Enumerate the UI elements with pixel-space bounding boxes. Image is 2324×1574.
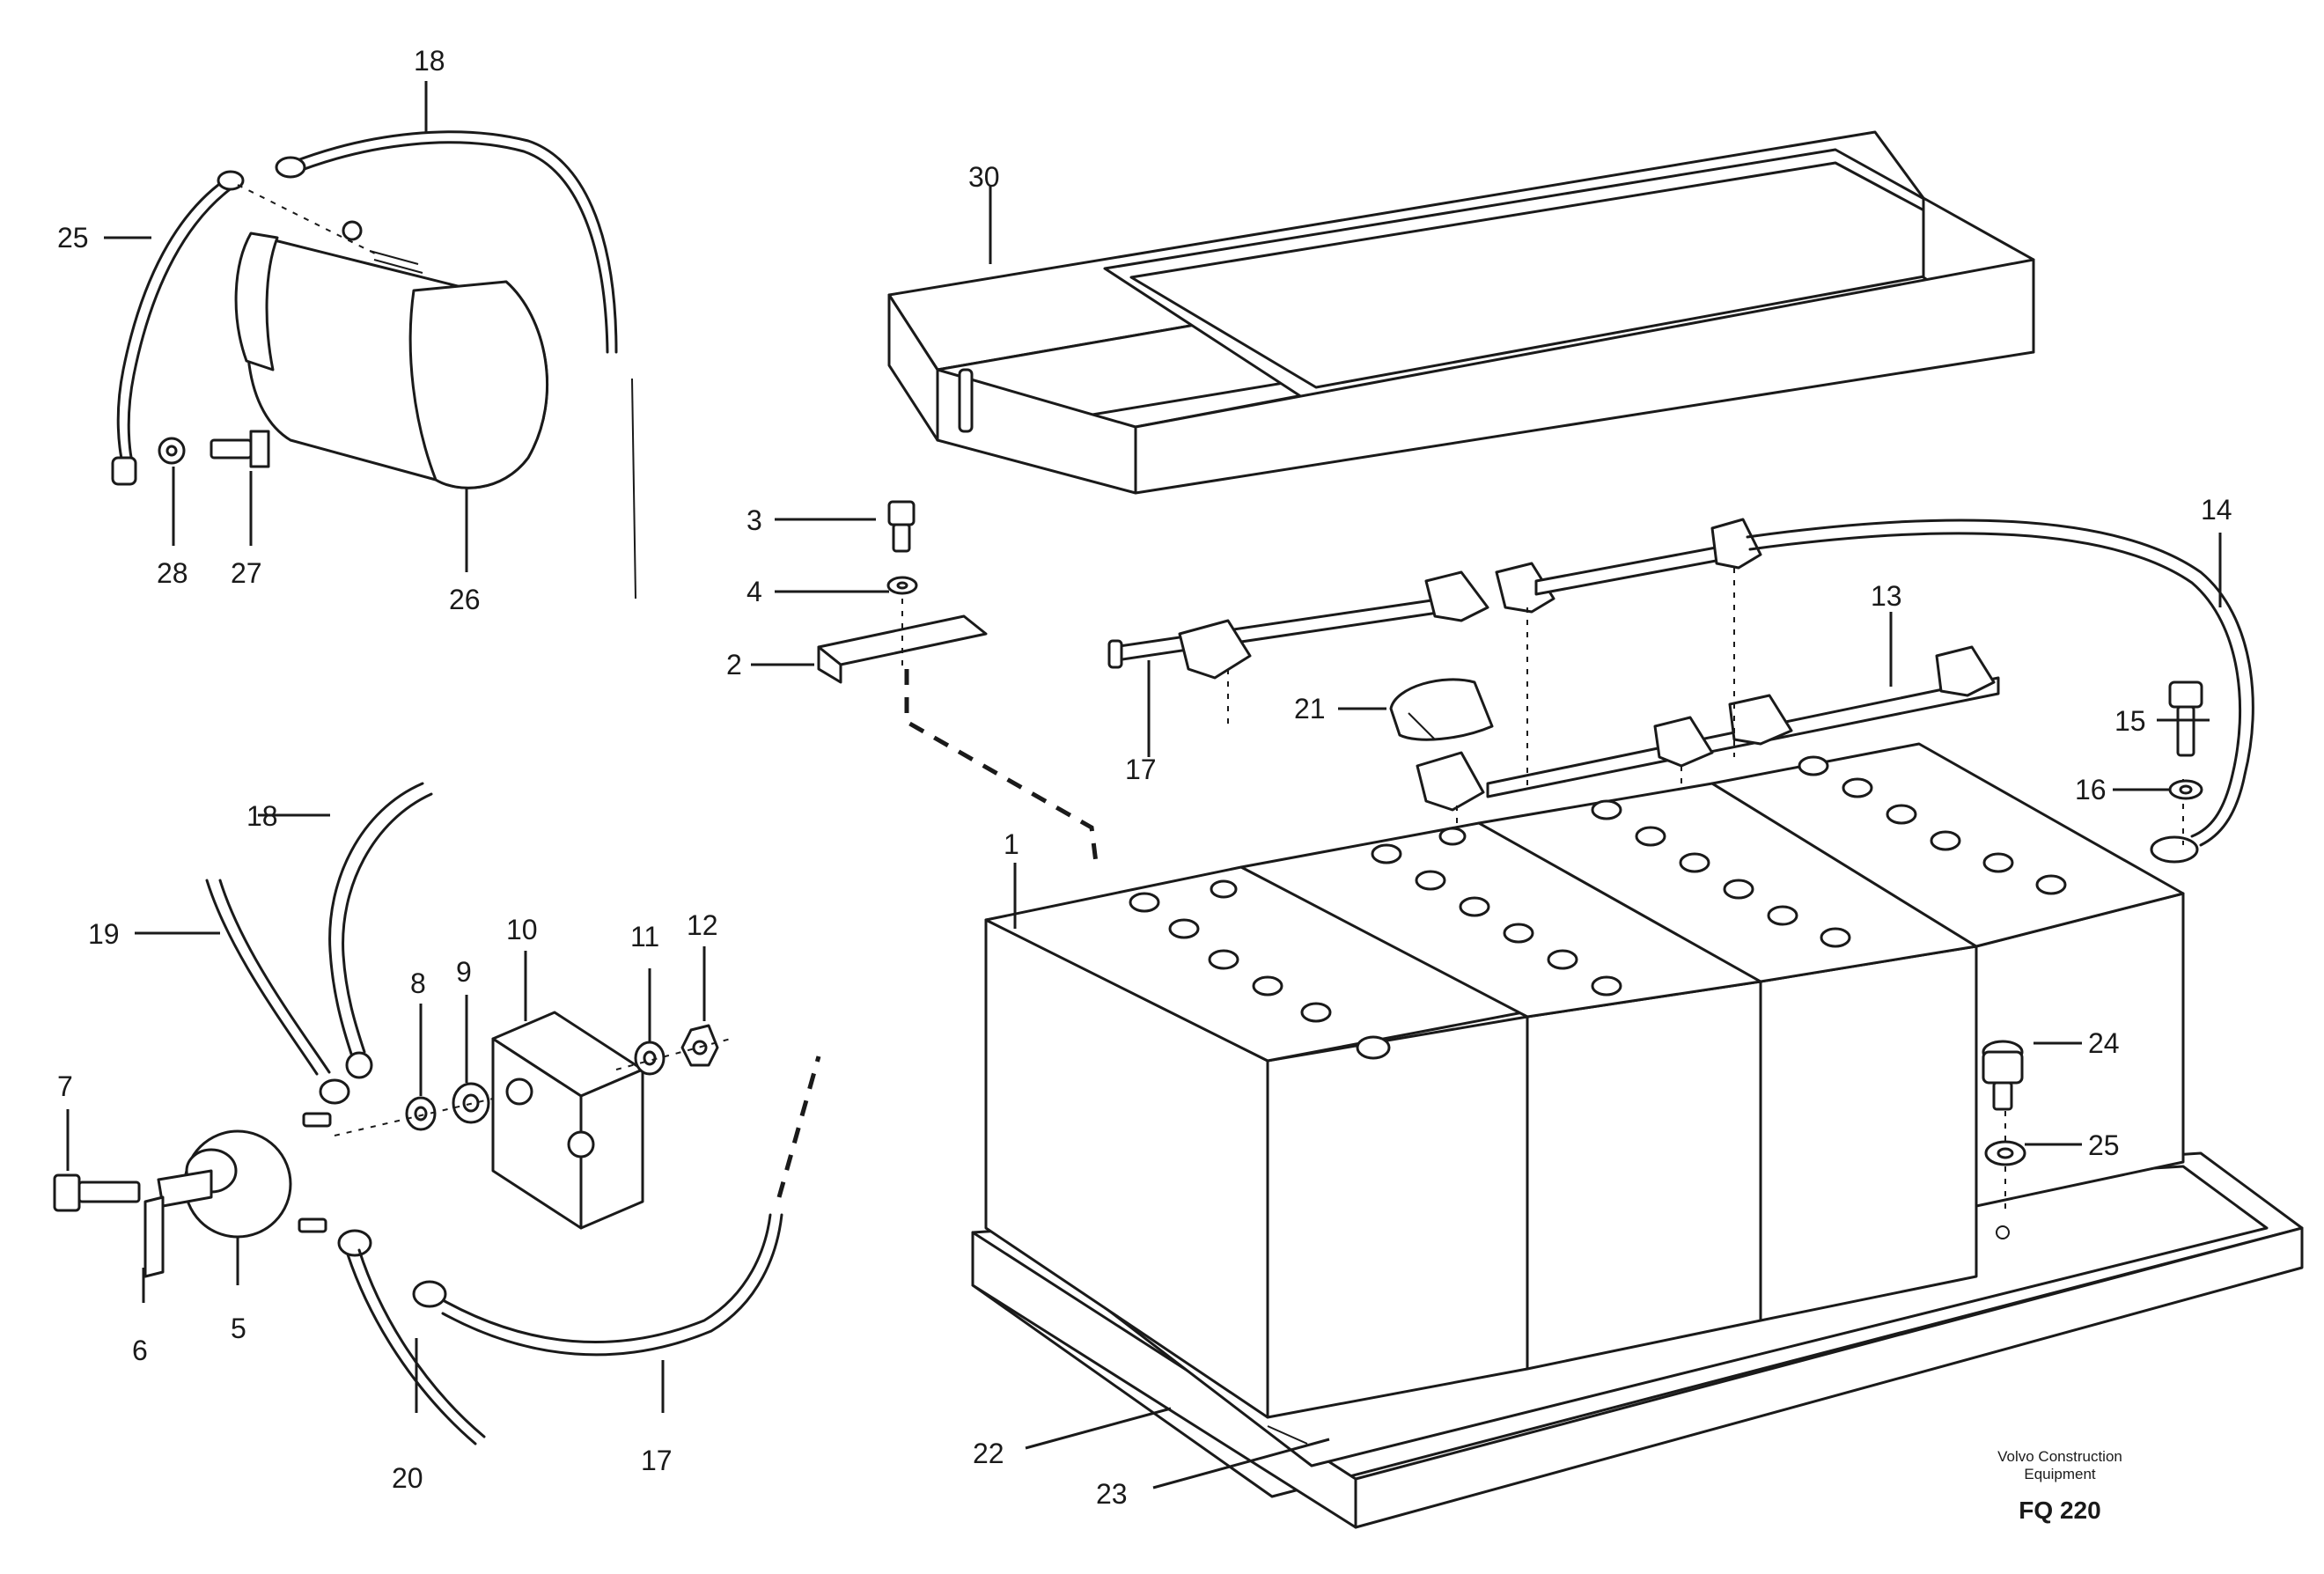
callout-21: 21: [1294, 693, 1326, 724]
callout-5: 5: [231, 1313, 246, 1344]
callout-labels: 18 25 28 27 26 18 19 7 6 5 8 9 10 11 12 …: [57, 45, 2232, 1510]
callout-1: 1: [1004, 828, 1019, 860]
callout-18-lower: 18: [246, 800, 278, 832]
battery-box-lid: [887, 130, 2035, 495]
callout-2: 2: [726, 649, 742, 680]
callout-13: 13: [1871, 580, 1902, 612]
callout-27: 25: [57, 222, 89, 254]
battery-switch-assembly: [53, 782, 821, 1445]
battery-block: [984, 680, 2203, 1419]
motor-assembly: [111, 130, 636, 599]
company-line1: Volvo Construction: [1997, 1448, 2122, 1465]
callout-17-lower: 17: [641, 1445, 673, 1476]
callout-29: 28: [157, 557, 188, 589]
callout-12: 12: [687, 909, 718, 941]
figure-code: FQ 220: [2019, 1497, 2100, 1524]
callout-14: 14: [2201, 494, 2232, 526]
callout-6: 6: [132, 1335, 148, 1366]
callout-7: 7: [57, 1070, 73, 1102]
callout-25-label: 25: [2088, 1129, 2120, 1161]
footer-credit: Volvo Construction Equipment FQ 220: [1997, 1448, 2122, 1524]
callout-15: 15: [2114, 705, 2146, 737]
callout-22: 22: [973, 1438, 1004, 1469]
connector-cables: [1107, 518, 2254, 864]
callout-28: 27: [231, 557, 262, 589]
callout-9: 9: [456, 956, 472, 988]
callout-19: 19: [88, 918, 120, 950]
callout-16: 16: [2075, 774, 2107, 805]
callout-8: 8: [410, 967, 426, 999]
callout-20: 20: [392, 1462, 423, 1494]
callout-30: 30: [968, 161, 1000, 193]
callout-24: 24: [2088, 1027, 2120, 1059]
leader-lines: [66, 81, 2222, 1489]
callout-3: 3: [746, 504, 762, 536]
callout-17-upper: 17: [1125, 754, 1157, 785]
callout-4: 4: [746, 576, 762, 607]
callout-10: 10: [506, 914, 538, 945]
hold-down-bracket: [817, 500, 1099, 864]
callout-23: 23: [1096, 1478, 1128, 1510]
callout-11: 11: [630, 921, 659, 952]
callout-18-top: 18: [414, 45, 445, 77]
battery-caps: [1129, 755, 2067, 1060]
callout-26: 26: [449, 584, 481, 615]
company-line2: Equipment: [2024, 1466, 2096, 1482]
